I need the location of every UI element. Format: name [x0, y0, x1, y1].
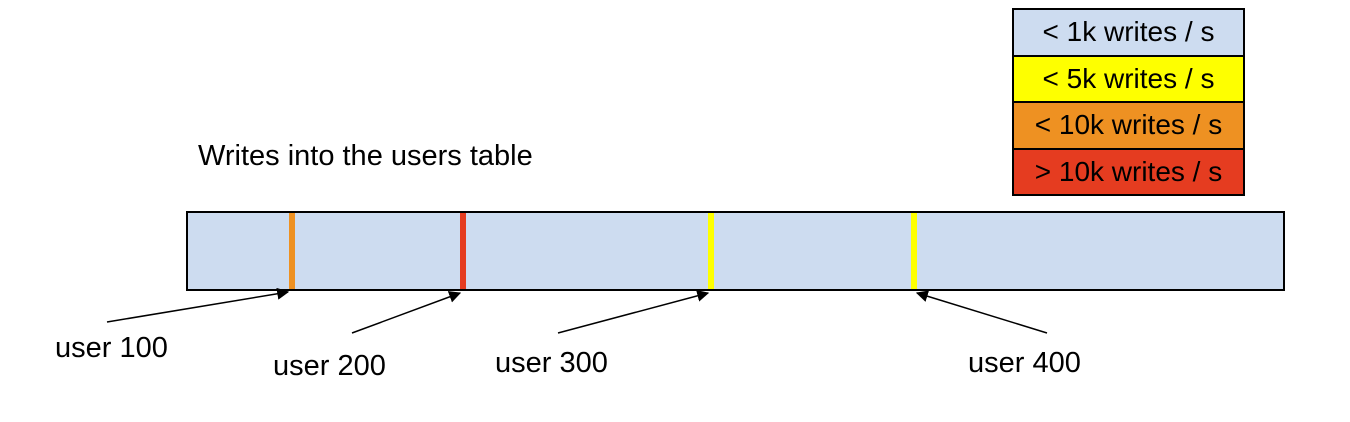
write-hotspot-tick [708, 213, 714, 289]
legend-item-label: < 10k writes / s [1034, 109, 1223, 141]
user-arrow [915, 290, 1048, 334]
legend-item: < 5k writes / s [1012, 54, 1245, 103]
user-arrow [106, 287, 290, 323]
legend-item-label: < 5k writes / s [1042, 62, 1215, 94]
legend-item-label: < 1k writes / s [1042, 16, 1215, 48]
users-table-bar [186, 211, 1285, 291]
diagram-title: Writes into the users table [198, 140, 533, 172]
legend-item-label: > 10k writes / s [1034, 155, 1223, 187]
user-label: user 100 [55, 332, 168, 364]
user-label: user 400 [968, 347, 1081, 379]
user-arrow [557, 289, 710, 334]
user-label: user 200 [273, 350, 386, 382]
legend-item: < 10k writes / s [1012, 101, 1245, 150]
write-hotspot-tick [911, 213, 917, 289]
write-hotspot-tick [289, 213, 295, 289]
legend-item: > 10k writes / s [1012, 147, 1245, 196]
user-label: user 300 [495, 347, 608, 379]
legend-item: < 1k writes / s [1012, 8, 1245, 57]
write-hotspot-tick [460, 213, 466, 289]
legend: < 1k writes / s < 5k writes / s < 10k writ… [1012, 8, 1245, 196]
user-arrow [351, 291, 462, 334]
